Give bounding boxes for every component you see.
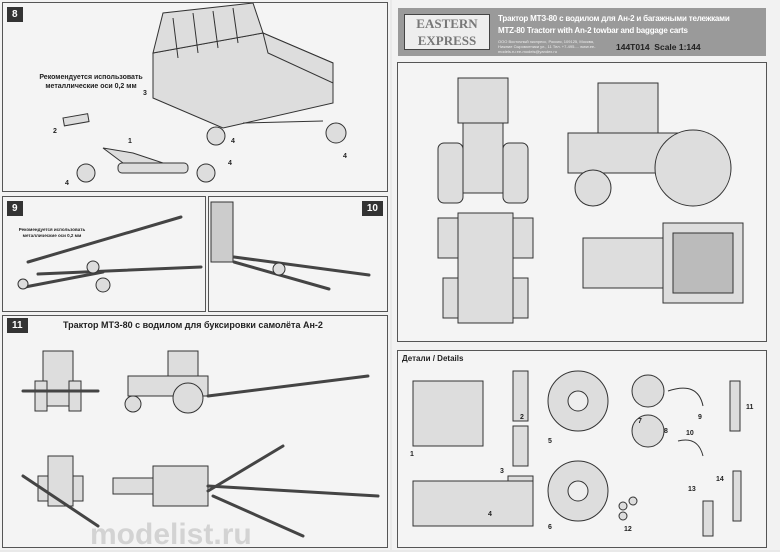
- kit-number: 144T014: [616, 42, 650, 52]
- step-number: 10: [361, 201, 383, 216]
- title-ru: Трактор МТЗ-80 с водилом для Ан-2 и бага…: [498, 14, 730, 23]
- part-label: 12: [624, 526, 632, 533]
- details-title: Детали / Details: [402, 354, 464, 363]
- scale: Scale 1:144: [654, 42, 701, 52]
- part-label: 7: [638, 418, 642, 425]
- logo-line-1: EASTERN: [416, 16, 478, 31]
- towbar-drawing: [17, 215, 203, 293]
- details-panel: Детали / Details 1 2 3 4 5 6 7 8 9 10 11…: [397, 350, 767, 548]
- svg-text:2: 2: [53, 128, 57, 135]
- part-label: 14: [716, 476, 724, 483]
- step-title: Трактор МТЗ-80 с водилом для буксировки …: [63, 320, 323, 330]
- part-label: 1: [128, 138, 132, 145]
- tractor-towbar-drawing: [210, 201, 371, 291]
- part-label: 3: [500, 468, 504, 475]
- step-number: 8: [7, 7, 23, 22]
- watermark: modelist.ru: [90, 518, 252, 551]
- cart-assembly-drawing: 1 2 3 4 4 4 4: [53, 3, 347, 187]
- part-label: 4: [488, 511, 492, 518]
- step-9-panel: 9 Рекомендуется использовать металлическ…: [2, 196, 206, 312]
- assembly-note: Рекомендуется использовать металлические…: [39, 74, 143, 90]
- part-label: 10: [686, 430, 694, 437]
- header-band: EASTERN EXPRESS Трактор МТЗ-80 с водилом …: [398, 8, 766, 56]
- part-label: 13: [688, 486, 696, 493]
- part-label: 1: [410, 451, 414, 458]
- address: ООО Восточный экспресс, Россия, 109125, …: [498, 39, 596, 54]
- logo-line-2: EXPRESS: [417, 33, 477, 48]
- parts-drawing: 1 2 3 4 5 6 7 8 9 10 11 12 13 14: [410, 370, 754, 537]
- step-number: 9: [7, 201, 23, 216]
- tractor-four-view-drawing: [437, 77, 744, 324]
- towing-configuration-drawing: [21, 350, 380, 538]
- assembly-note: Рекомендуется использовать металлические…: [18, 227, 86, 238]
- left-page: 8 Рекомендуется использовать металлическ…: [0, 0, 390, 550]
- svg-text:4: 4: [228, 160, 232, 167]
- part-label: 9: [698, 414, 702, 421]
- svg-text:4: 4: [231, 138, 235, 145]
- part-label: 11: [746, 404, 754, 411]
- step-8-panel: 8 Рекомендуется использовать металлическ…: [2, 2, 388, 192]
- svg-text:3: 3: [143, 90, 147, 97]
- title-en: MTZ-80 Tractorr with An-2 towbar and bag…: [498, 26, 688, 35]
- step-11-panel: 11 Трактор МТЗ-80 с водилом для буксиров…: [2, 315, 388, 548]
- kit-code: 144T014 Scale 1:144: [616, 42, 701, 52]
- step-number: 11: [7, 318, 28, 333]
- svg-text:4: 4: [65, 180, 69, 187]
- svg-text:4: 4: [343, 153, 347, 160]
- eastern-express-logo: EASTERN EXPRESS: [404, 14, 490, 50]
- part-label: 5: [548, 438, 552, 445]
- step-10-panel: 10: [208, 196, 388, 312]
- part-label: 8: [664, 428, 668, 435]
- part-label: 2: [520, 414, 524, 421]
- tractor-views-panel: [397, 62, 767, 342]
- part-label: 6: [548, 524, 552, 531]
